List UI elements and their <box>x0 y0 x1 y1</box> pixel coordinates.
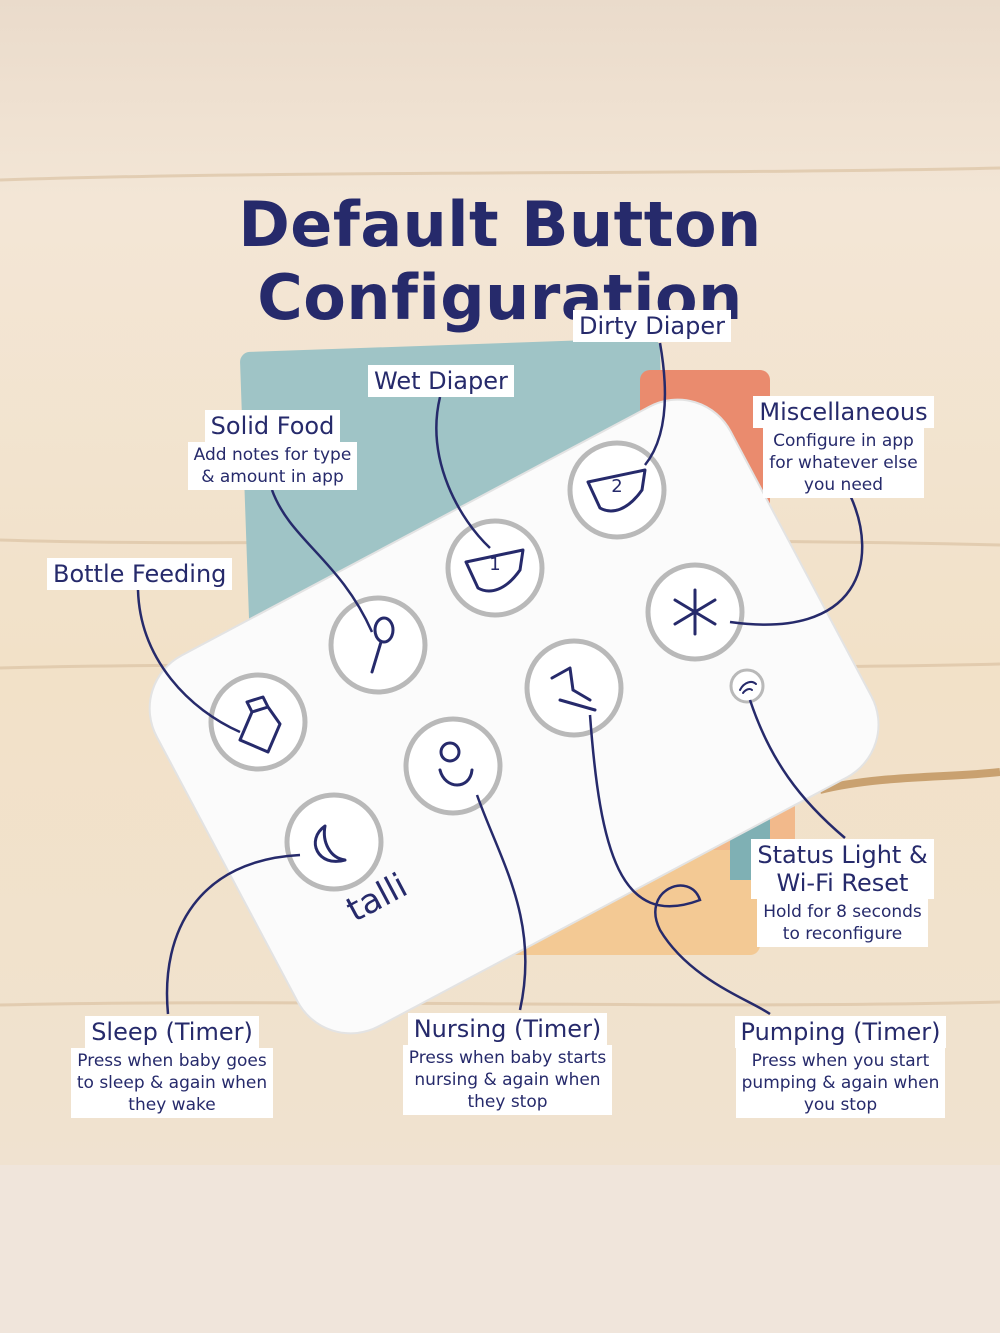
callout-label: Bottle Feeding <box>47 558 233 590</box>
callout-label: Dirty Diaper <box>573 310 731 342</box>
page-title: Default Button Configuration <box>238 188 762 334</box>
callout-note: Press when baby goes to sleep & again wh… <box>70 1048 274 1118</box>
callout-label: Pumping (Timer) <box>734 1016 947 1048</box>
callout-wet-diaper: Wet Diaper <box>368 365 514 397</box>
callout-dirty-diaper: Dirty Diaper <box>573 310 731 342</box>
callout-pumping: Pumping (Timer) Press when you start pum… <box>728 1016 953 1118</box>
callout-note: Configure in app for whatever else you n… <box>763 428 924 498</box>
callout-nursing: Nursing (Timer) Press when baby starts n… <box>395 1013 620 1115</box>
callout-solid-food: Solid Food Add notes for type & amount i… <box>185 410 360 490</box>
callout-note: Press when baby starts nursing & again w… <box>402 1045 613 1115</box>
callout-label: Sleep (Timer) <box>85 1016 259 1048</box>
callout-label: Nursing (Timer) <box>407 1013 608 1045</box>
callout-label: Wet Diaper <box>368 365 514 397</box>
callout-label: Status Light & Wi-Fi Reset <box>751 839 934 899</box>
callout-sleep: Sleep (Timer) Press when baby goes to sl… <box>62 1016 282 1118</box>
callout-bottle-feeding: Bottle Feeding <box>47 558 233 590</box>
callout-miscellaneous: Miscellaneous Configure in app for whate… <box>746 396 941 498</box>
callout-note: Press when you start pumping & again whe… <box>735 1048 946 1118</box>
callout-label: Miscellaneous <box>753 396 934 428</box>
callout-note: Hold for 8 seconds to reconfigure <box>757 899 928 947</box>
callout-note: Add notes for type & amount in app <box>187 442 358 490</box>
callout-label: Solid Food <box>204 410 341 442</box>
callout-status-light: Status Light & Wi-Fi Reset Hold for 8 se… <box>745 839 940 947</box>
